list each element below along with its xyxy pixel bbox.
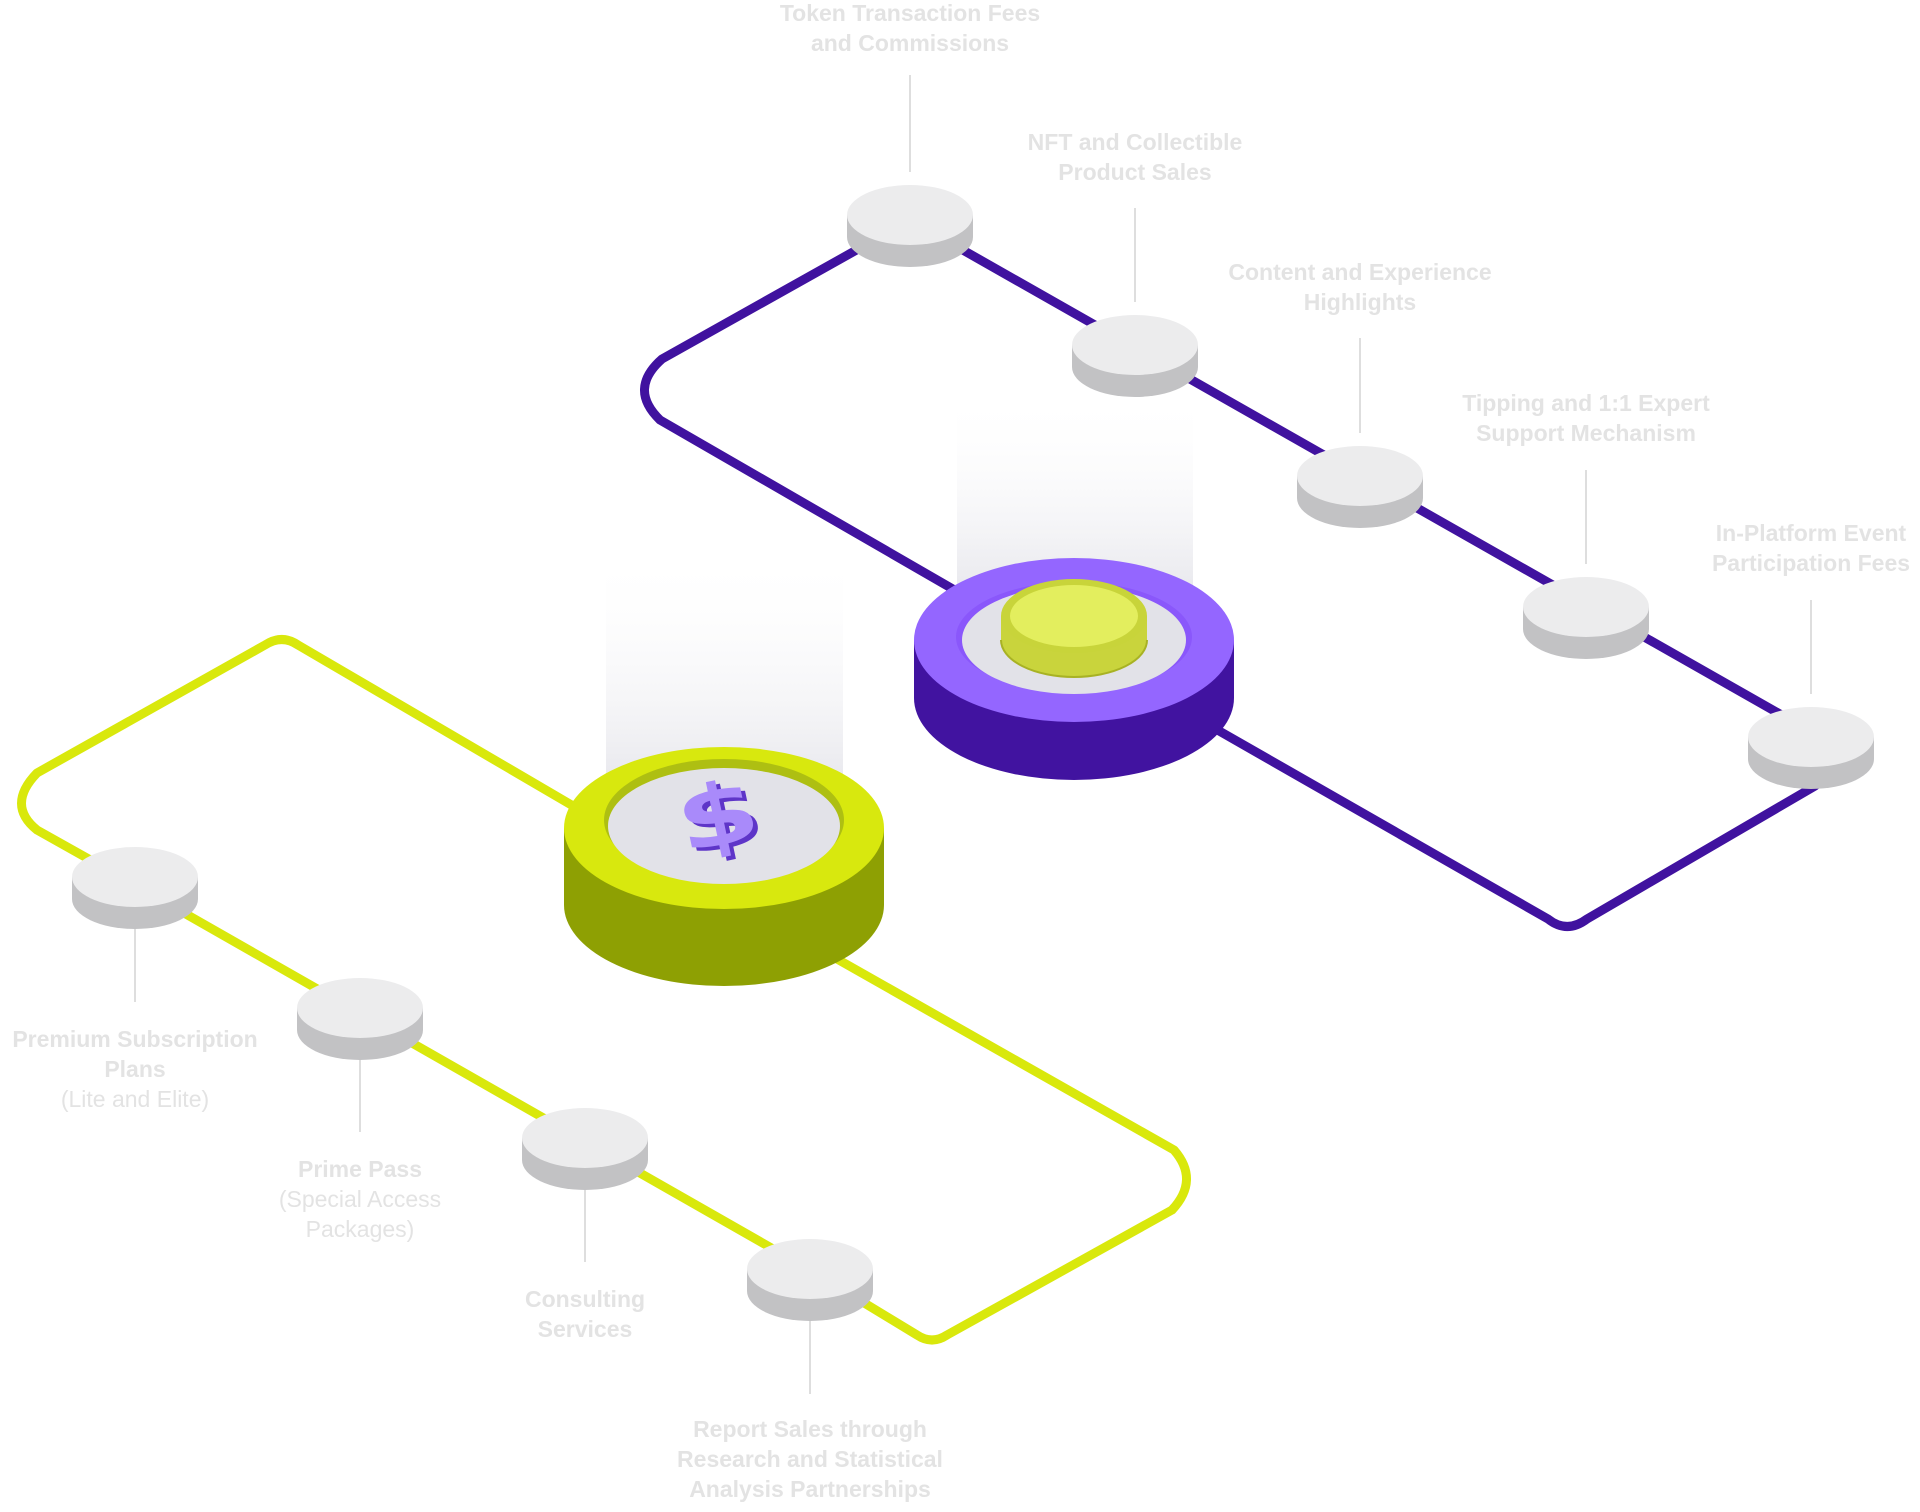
revenue-label-title: In-Platform Event Participation Fees	[1711, 520, 1911, 576]
dollar-sign-icon: $ $	[667, 760, 773, 877]
coin-icon	[1000, 579, 1148, 678]
revenue-label-title: Content and Experience Highlights	[1228, 259, 1492, 315]
revenue-label-title: NFT and Collectible Product Sales	[1027, 129, 1243, 185]
fiat-revenue-node	[72, 847, 198, 929]
revenue-label-subtitle: (Lite and Elite)	[60, 1086, 210, 1112]
revenue-label-title: Consulting Services	[524, 1286, 646, 1342]
crypto-revenue-node	[1072, 315, 1198, 397]
fiat-revenue-node	[522, 1108, 648, 1190]
fiat-hub: $ $	[564, 747, 884, 986]
revenue-label-title: Prime Pass	[297, 1156, 423, 1182]
revenue-label: Report Sales through Research and Statis…	[630, 1414, 990, 1504]
crypto-revenue-node	[1297, 446, 1423, 528]
revenue-label: Premium Subscription Plans (Lite and Elit…	[0, 1024, 315, 1114]
revenue-label: Prime Pass (Special Access Packages)	[180, 1154, 540, 1244]
revenue-label: Consulting Services	[405, 1284, 765, 1344]
revenue-label-title: Premium Subscription Plans	[12, 1026, 258, 1082]
crypto-revenue-node	[847, 185, 973, 267]
fiat-revenue-node	[297, 978, 423, 1060]
fiat-revenue-node	[747, 1239, 873, 1321]
revenue-label: In-Platform Event Participation Fees	[1631, 518, 1920, 578]
purple-track	[640, 215, 1820, 931]
lime-track	[17, 635, 1191, 1345]
revenue-label: NFT and Collectible Product Sales	[955, 127, 1315, 187]
crypto-hub	[914, 558, 1234, 780]
revenue-label: Content and Experience Highlights	[1180, 257, 1540, 317]
revenue-label-subtitle: (Special Access Packages)	[278, 1186, 442, 1242]
crypto-revenue-node	[1748, 707, 1874, 789]
svg-text:$: $	[672, 763, 773, 876]
revenue-label-title: Tipping and 1:1 Expert Support Mechanism	[1462, 390, 1710, 446]
revenue-label: Tipping and 1:1 Expert Support Mechanism	[1406, 388, 1766, 448]
revenue-label-title: Token Transaction Fees and Commissions	[779, 0, 1041, 56]
svg-text:$: $	[667, 760, 768, 873]
crypto-revenue-node	[1523, 577, 1649, 659]
revenue-label-title: Report Sales through Research and Statis…	[677, 1416, 943, 1502]
revenue-label: Token Transaction Fees and Commissions	[730, 0, 1090, 58]
